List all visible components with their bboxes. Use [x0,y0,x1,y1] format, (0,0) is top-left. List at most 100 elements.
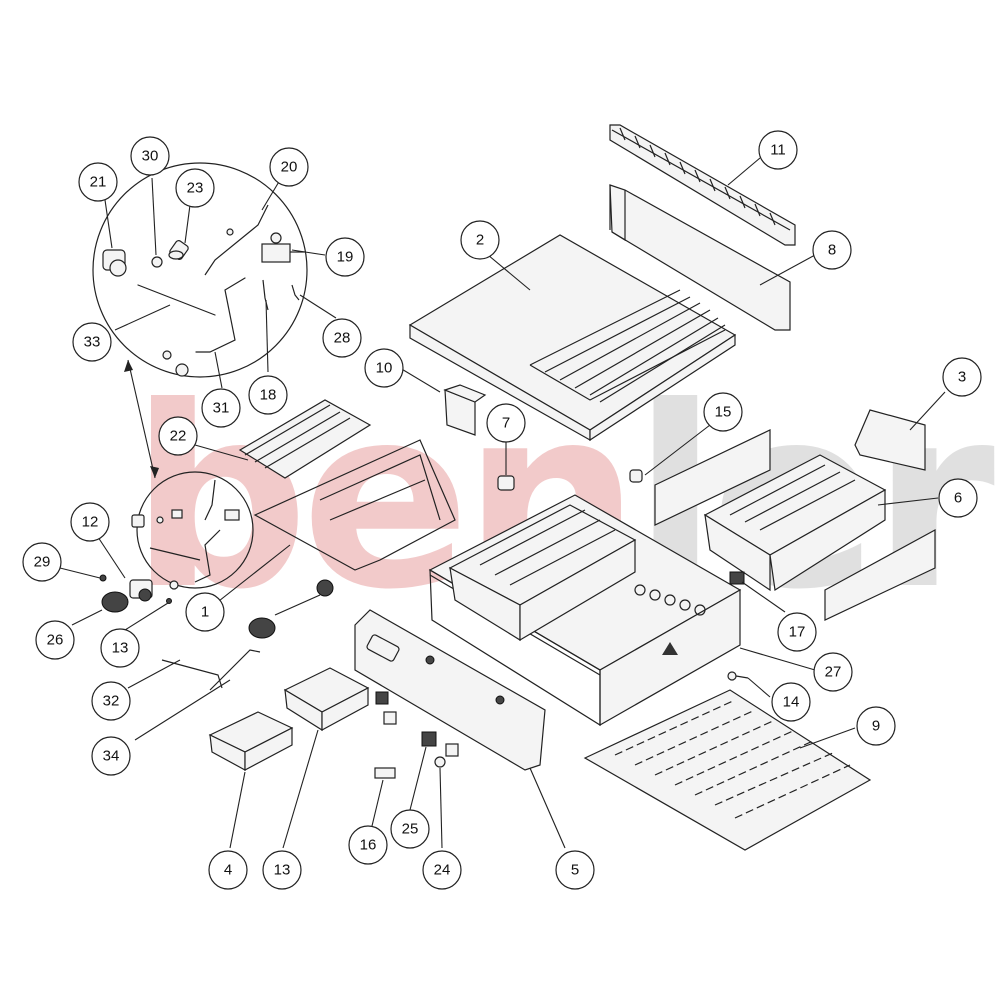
callout-number: 12 [82,514,99,531]
leader-21 [104,199,113,249]
electrode-18 [262,279,269,311]
callout-34: 34 [91,736,131,776]
callout-1: 1 [185,592,225,632]
leader-11 [727,157,761,186]
part-24-cap [434,756,446,768]
callout-circle [813,652,853,692]
part-16-clip [374,767,396,779]
gas-tube-33 [137,284,216,316]
callout-number: 13 [274,862,291,879]
callout-circle [91,736,131,776]
callout-number: 21 [90,174,107,191]
callout-number: 15 [715,404,732,421]
callout-circle [856,706,896,746]
callout-circle [348,825,388,865]
part-bushing-a [383,711,397,725]
leader-13b [282,729,319,849]
callout-number: 32 [103,693,120,710]
callout-32: 32 [91,681,131,721]
callout-circle [486,403,526,443]
nut-30 [151,256,163,268]
callout-number: 28 [334,330,351,347]
leader-2 [487,254,531,291]
part-11-heat-shield [609,124,796,246]
callout-number: 3 [958,369,966,386]
callout-number: 4 [224,862,232,879]
callout-18: 18 [248,375,288,415]
callout-17: 17 [777,612,817,652]
detail-link-arrow-bottom [150,466,159,478]
callout-2: 2 [460,220,500,260]
callout-circle [78,162,118,202]
callout-9: 9 [856,706,896,746]
callout-circle [771,682,811,722]
callout-number: 17 [789,624,806,641]
leader-10 [399,367,441,393]
callout-13: 13 [100,628,140,668]
part-25-switch [421,731,437,747]
detail-link-arrow-top [124,360,133,372]
part-13-drawer [283,667,370,732]
leader-15 [644,424,711,476]
leader-16 [371,779,384,827]
part-3-bracket [854,409,926,471]
callout-11: 11 [758,130,798,170]
callout-number: 13 [112,640,129,657]
callout-number: 29 [34,554,51,571]
detail-circle-large [92,162,308,378]
detail-small-parts [131,479,240,590]
callout-circle [322,318,362,358]
callout-22: 22 [158,416,198,456]
part-9-drip-tray [583,689,872,851]
callout-16: 16 [348,825,388,865]
callout-number: 22 [170,428,187,445]
leader-22 [194,444,249,461]
leader-27 [739,647,816,671]
leader-8 [759,254,816,286]
callout-circle [703,392,743,432]
callout-circle [22,542,62,582]
part-1-burner [253,439,456,571]
callout-21: 21 [78,162,118,202]
callout-28: 28 [322,318,362,358]
part-burner-box-left [448,504,637,642]
leader-30 [151,177,157,256]
part-32-rod [161,659,223,689]
callout-circle [91,681,131,721]
leader-23 [184,204,191,244]
part-22-burner [238,399,372,479]
fitting-small [226,228,234,236]
callout-circle [130,136,170,176]
leader-13a [124,602,169,631]
callout-7: 7 [486,403,526,443]
callout-27: 27 [813,652,853,692]
callout-26: 26 [35,620,75,660]
callout-33: 33 [72,322,112,362]
leader-19 [291,249,326,256]
callout-30: 30 [130,136,170,176]
callout-circle [208,850,248,890]
callout-circle [262,850,302,890]
part-7-connector [497,475,515,491]
part-29-washer [99,574,107,582]
part-15-block [654,429,771,526]
callout-number: 11 [770,142,786,159]
detail-parts [102,204,305,377]
detail-link-line [127,359,156,479]
callout-circle [938,478,978,518]
callout-circle [390,809,430,849]
leader-32 [127,659,181,689]
callout-5: 5 [555,850,595,890]
orifice-23 [168,240,189,260]
callout-number: 5 [571,862,579,879]
callout-number: 19 [337,249,354,266]
callout-number: 6 [954,490,962,507]
callout-circle [248,375,288,415]
thermocouple-20 [204,204,269,276]
callout-6: 6 [938,478,978,518]
leader-33 [114,304,171,331]
leader-17 [741,581,786,613]
part-13-washer [166,598,172,604]
callout-20: 20 [269,147,309,187]
fitting-nut-b [175,363,189,377]
